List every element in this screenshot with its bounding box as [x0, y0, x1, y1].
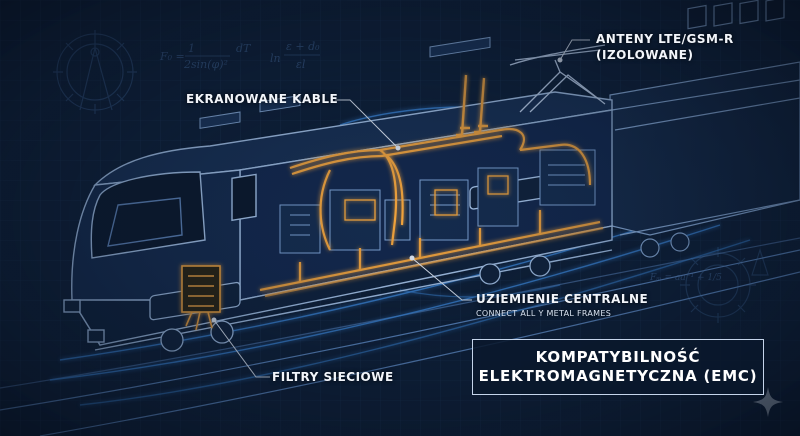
svg-text:2sin(φ)²: 2sin(φ)² — [183, 58, 228, 71]
shielded-cables-label: EKRANOWANE KABLE — [186, 92, 339, 106]
title-line-1: KOMPATYBILNOŚĆ — [535, 348, 701, 366]
svg-text:F₀ =: F₀ = — [159, 50, 185, 63]
central-grounding-label: UZIEMIENIE CENTRALNE — [476, 292, 649, 306]
svg-text:1: 1 — [188, 42, 195, 55]
antennas-sublabel: (IZOLOWANE) — [596, 48, 694, 62]
svg-text:ε + d₀: ε + d₀ — [286, 40, 320, 53]
svg-text:ln: ln — [270, 52, 281, 65]
title-panel: KOMPATYBILNOŚĆ ELEKTROMAGNETYCZNA (EMC) — [472, 339, 764, 395]
svg-text:εl: εl — [296, 58, 306, 71]
title-line-2: ELEKTROMAGNETYCZNA (EMC) — [478, 367, 758, 385]
central-grounding-sublabel: CONNECT ALL Y METAL FRAMES — [476, 309, 612, 318]
svg-text:dT: dT — [236, 42, 252, 55]
line-filters-label: FILTRY SIECIOWE — [272, 370, 394, 384]
antennas-label: ANTENY LTE/GSM-R — [596, 32, 734, 46]
